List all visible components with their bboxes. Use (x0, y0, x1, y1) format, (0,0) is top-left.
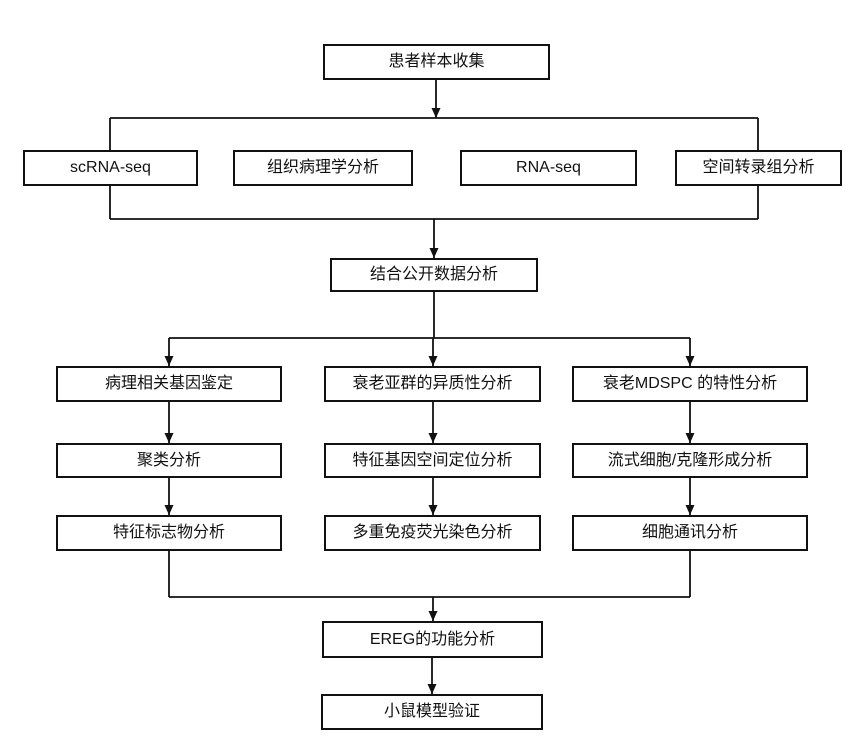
node-senescent-subpopulation-heterogeneity: 衰老亚群的异质性分析 (324, 366, 541, 402)
node-rna-seq: RNA-seq (460, 150, 637, 186)
node-scrna-seq: scRNA-seq (23, 150, 198, 186)
node-ereg-function-analysis: EREG的功能分析 (322, 621, 543, 658)
node-signature-gene-spatial-localization: 特征基因空间定位分析 (324, 443, 541, 478)
node-multiplex-immunofluorescence-staining: 多重免疫荧光染色分析 (324, 515, 541, 551)
node-spatial-transcriptomics-analysis: 空间转录组分析 (675, 150, 842, 186)
node-flow-cytometry-clone-formation: 流式细胞/克隆形成分析 (572, 443, 808, 478)
node-clustering-analysis: 聚类分析 (56, 443, 282, 478)
node-signature-marker-analysis: 特征标志物分析 (56, 515, 282, 551)
node-histopathology-analysis: 组织病理学分析 (233, 150, 413, 186)
node-mouse-model-validation: 小鼠模型验证 (321, 694, 543, 730)
node-pathology-related-gene-identification: 病理相关基因鉴定 (56, 366, 282, 402)
node-senescent-mdspc-characteristics: 衰老MDSPC 的特性分析 (572, 366, 808, 402)
node-cell-communication-analysis: 细胞通讯分析 (572, 515, 808, 551)
node-patient-sample-collection: 患者样本收集 (323, 44, 550, 80)
node-public-data-integration: 结合公开数据分析 (330, 258, 538, 292)
